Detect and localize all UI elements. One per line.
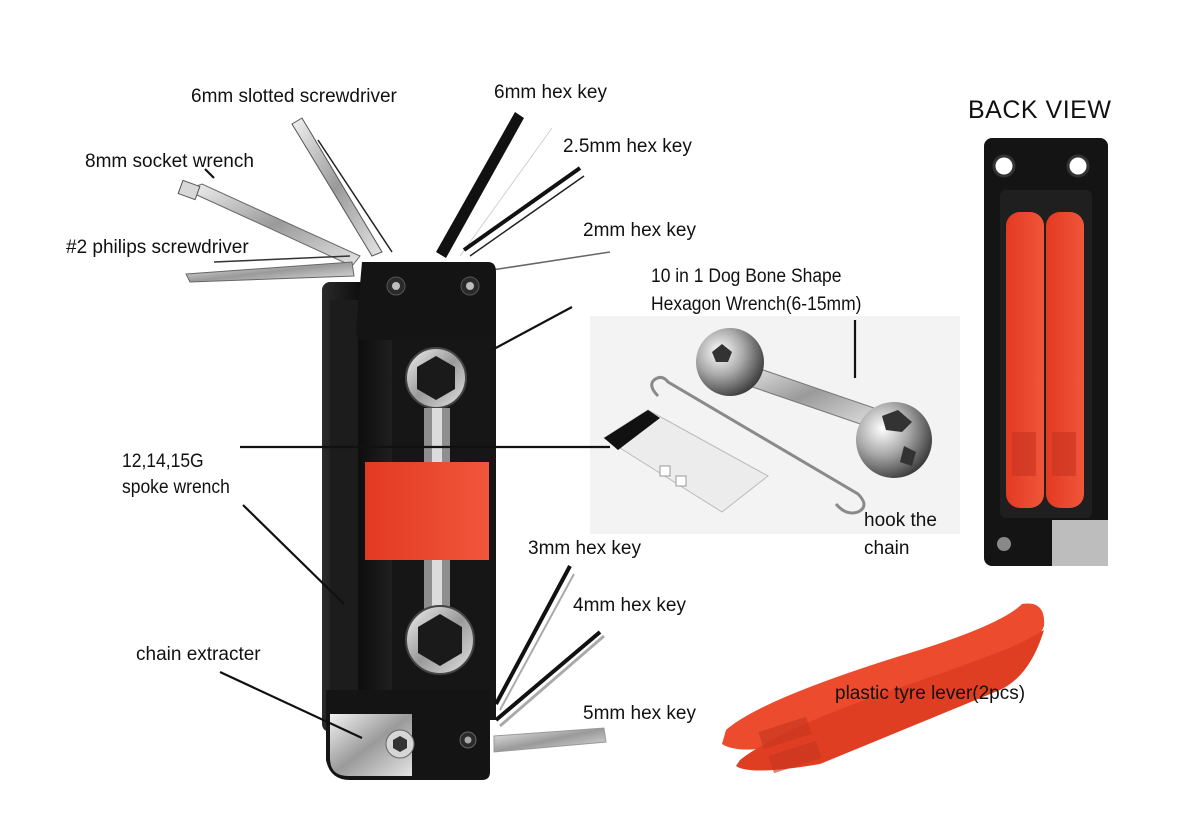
leader-dog-bone-inner <box>491 306 573 351</box>
label-spoke-wrench-line1: 12,14,15G <box>122 451 204 472</box>
philips-screwdriver-shaft <box>185 255 355 283</box>
label-hex-key-6mm: 6mm hex key <box>494 82 607 103</box>
hex-key-6mm-arm <box>436 112 553 258</box>
leader-spoke-lower <box>242 504 345 605</box>
label-philips-screwdriver: #2 philips screwdriver <box>66 237 249 258</box>
spoke-wrench-plate <box>603 409 769 513</box>
label-hex-key-2-5mm: 2.5mm hex key <box>563 136 692 157</box>
label-hook-line1: hook the <box>864 510 937 531</box>
leader-socket-wrench <box>204 168 215 179</box>
hex-key-3mm-arm <box>494 565 575 711</box>
label-chain-extracter: chain extracter <box>136 644 261 665</box>
dog-bone-wrench <box>696 328 932 478</box>
leader-chain-extracter <box>219 671 363 739</box>
label-hex-key-5mm: 5mm hex key <box>583 703 696 724</box>
label-dog-bone-line2: Hexagon Wrench(6-15mm) <box>651 294 862 315</box>
label-hex-key-2mm: 2mm hex key <box>583 220 696 241</box>
label-dog-bone-line1: 10 in 1 Dog Bone Shape <box>651 266 842 287</box>
hex-key-2-5mm-arm <box>462 166 585 257</box>
back-view-tool <box>984 138 1108 566</box>
red-band <box>365 462 489 560</box>
label-socket-wrench-8mm: 8mm socket wrench <box>85 151 254 172</box>
label-hex-key-3mm: 3mm hex key <box>528 538 641 559</box>
hex-key-4mm-arm <box>494 630 605 728</box>
label-hook-line2: chain <box>864 538 910 559</box>
socket-wrench-8mm-shaft <box>177 179 361 267</box>
chain-hook <box>650 375 866 515</box>
hex-key-5mm-arm <box>493 727 607 753</box>
hex-key-2mm-arm <box>491 251 611 271</box>
slotted-screwdriver-blade <box>291 117 393 257</box>
leader-lines <box>204 168 857 739</box>
label-spoke-wrench-line2: spoke wrench <box>122 477 230 498</box>
label-slotted-screwdriver: 6mm slotted screwdriver <box>191 86 397 107</box>
label-tyre-lever: plastic tyre lever(2pcs) <box>835 683 1026 704</box>
multitool-body <box>322 262 496 780</box>
tyre-levers <box>722 603 1045 774</box>
label-hex-key-4mm: 4mm hex key <box>573 595 686 616</box>
back-view-title: BACK VIEW <box>968 96 1112 124</box>
accessory-photo <box>590 316 960 534</box>
